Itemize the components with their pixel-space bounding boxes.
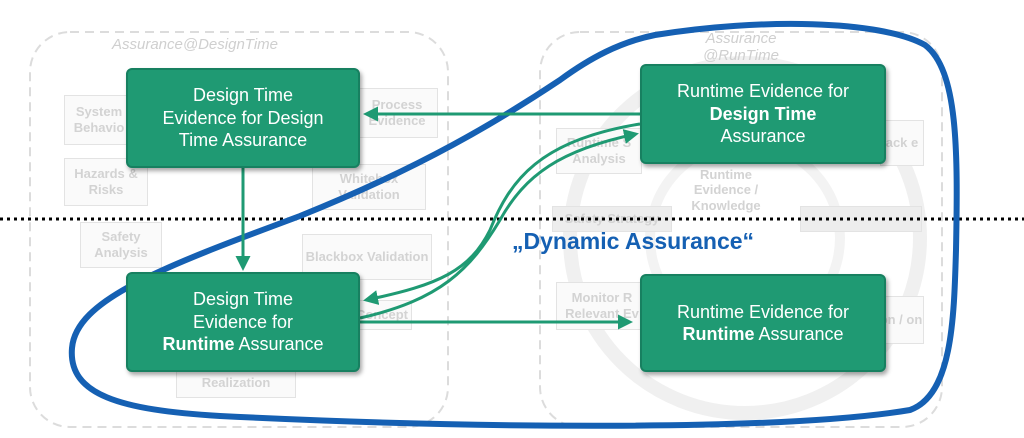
faded-runtime-evidence-knowledge: Runtime Evidence / Knowledge bbox=[691, 166, 761, 213]
box-dtrt-line3-bold: Runtime bbox=[162, 334, 235, 355]
box-rtrt-line2-bold: Runtime bbox=[682, 324, 755, 344]
arrow-curve-2 bbox=[359, 129, 639, 320]
dynamic-assurance-outline bbox=[68, 20, 960, 429]
arrow-curve-1 bbox=[363, 122, 641, 305]
runtime-label-line1: Assurance bbox=[705, 30, 777, 47]
box-dtrt-line2: Evidence for bbox=[192, 311, 294, 332]
faded-safety-analysis: Safety Analysis bbox=[80, 222, 162, 268]
box-rtdt-line1: Runtime Evidence for bbox=[676, 81, 850, 102]
dynamic-assurance-label: „Dynamic Assurance“ bbox=[512, 228, 755, 254]
box-dtdt-line1: Design Time bbox=[192, 85, 294, 106]
runtime-region bbox=[539, 31, 943, 428]
box-runtime-evidence-for-runtime: Runtime Evidence for Runtime Assurance bbox=[640, 274, 886, 372]
box-dtdt-line3: Time Assurance bbox=[178, 130, 308, 151]
box-design-time-evidence-for-runtime: Design Time Evidence for Runtime Assuran… bbox=[126, 272, 360, 372]
box-rtdt-line2: Design Time bbox=[709, 103, 817, 124]
box-dtdt-line2: Evidence for Design bbox=[162, 107, 324, 128]
box-rtrt-line1: Runtime Evidence for bbox=[676, 301, 850, 322]
box-runtime-evidence-for-design-time: Runtime Evidence for Design Time Assuran… bbox=[640, 64, 886, 164]
design-time-region bbox=[29, 31, 449, 428]
design-time-label: Assurance@DesignTime bbox=[112, 36, 278, 53]
runtime-label: Assurance @RunTime bbox=[696, 30, 786, 64]
faded-blackbox-validation: Blackbox Validation bbox=[302, 234, 432, 280]
faded-feedback: ack e bbox=[880, 120, 924, 166]
box-dtrt-line3-rest: Assurance bbox=[234, 334, 324, 355]
runtime-cycle-ring bbox=[563, 56, 927, 420]
box-rtrt-line2-rest: Assurance bbox=[754, 324, 844, 344]
faded-system-behavior: System Behavio bbox=[64, 95, 134, 145]
box-dtrt-line1: Design Time bbox=[192, 289, 294, 310]
box-rtdt-line3: Assurance bbox=[720, 126, 806, 147]
runtime-label-line2: @RunTime bbox=[703, 47, 779, 64]
box-design-time-evidence-for-design-time: Design Time Evidence for Design Time Ass… bbox=[126, 68, 360, 168]
